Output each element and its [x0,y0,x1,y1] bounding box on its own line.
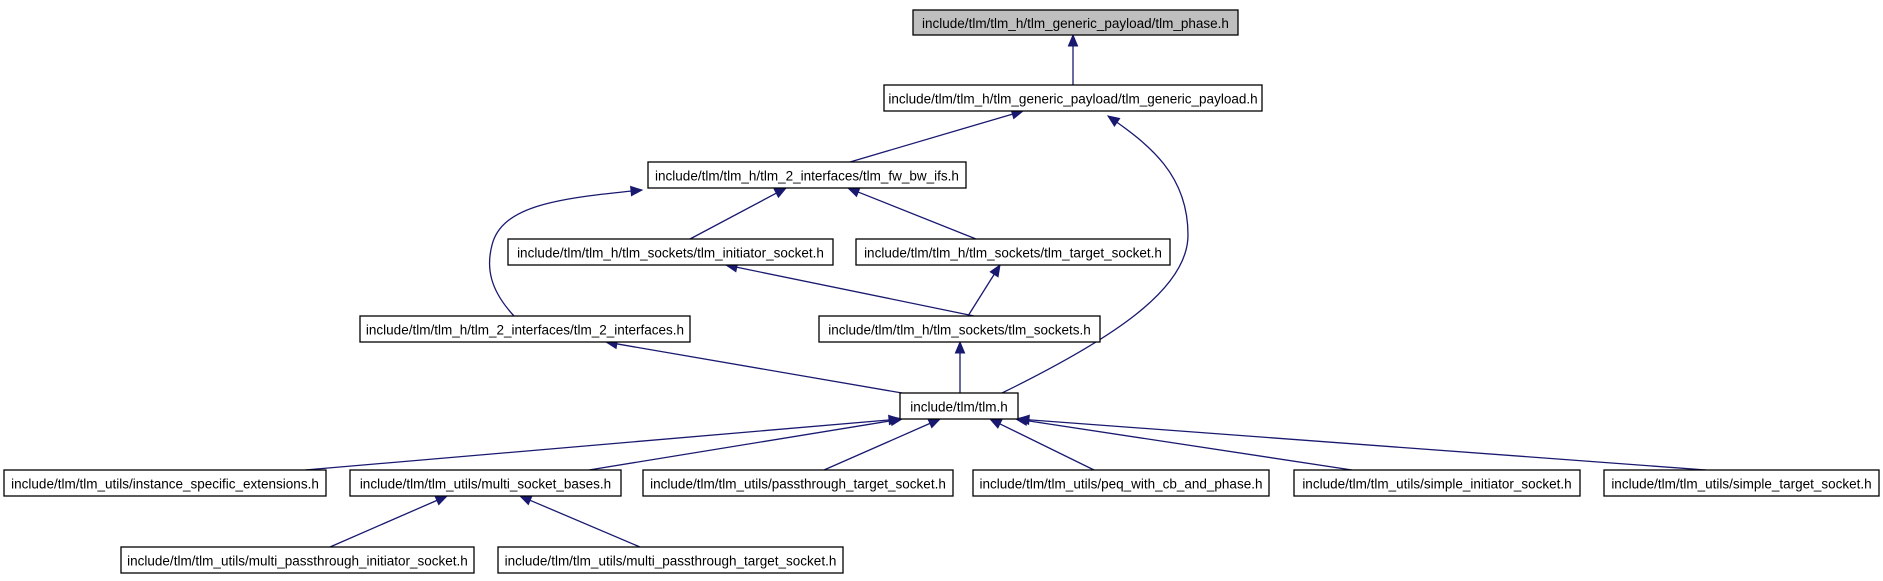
node-simple_target_socket[interactable]: include/tlm/tlm_utils/simple_target_sock… [1603,469,1880,497]
node-box [359,315,691,343]
node-box [818,315,1101,343]
node-box [647,161,967,189]
edge-tlm-to-tlm_generic_payload [1001,115,1189,394]
edge-line [967,273,996,317]
node-tlm[interactable]: include/tlm/tlm.h [899,392,1019,420]
edge-tlm_initiator_socket-to-tlm_fw_bw_ifs [689,187,788,240]
node-simple_initiator_socket[interactable]: include/tlm/tlm_utils/simple_initiator_s… [1293,469,1581,497]
edge-line [615,343,903,394]
edge-line [857,191,977,240]
node-label: include/tlm/tlm_utils/simple_target_sock… [1611,477,1871,492]
edge-arrowhead [518,495,533,506]
node-multi_passthrough_initiator_socket[interactable]: include/tlm/tlm_utils/multi_passthrough_… [120,546,475,574]
edge-line [1001,115,1189,394]
edge-line [528,499,641,548]
edge-tlm-to-tlm_sockets [954,340,966,393]
edge-tlm_target_socket-to-tlm_fw_bw_ifs [846,187,977,240]
node-box [899,392,1019,420]
node-tlm_fw_bw_ifs[interactable]: include/tlm/tlm_h/tlm_2_interfaces/tlm_f… [647,161,967,189]
node-box [120,546,475,574]
node-box [855,238,1171,266]
edge-arrowhead [989,263,1001,278]
edge-arrowhead [1016,414,1030,426]
edge-tlm_sockets-to-tlm_initiator_socket [724,262,975,317]
edge-arrowhead [889,415,904,427]
edge-line [488,189,643,317]
edge-arrowhead [846,187,861,198]
edge-arrowhead [1067,33,1079,47]
node-box [497,546,844,574]
node-tlm_target_socket[interactable]: include/tlm/tlm_h/tlm_sockets/tlm_target… [855,238,1171,266]
node-tlm_2_interfaces[interactable]: include/tlm/tlm_h/tlm_2_interfaces/tlm_2… [359,315,691,343]
edge-arrowhead [954,340,966,354]
edge-tlm_generic_payload-to-tlm_phase [1067,33,1079,85]
edge-line [998,422,1095,471]
node-label: include/tlm/tlm_h/tlm_generic_payload/tl… [922,16,1229,31]
node-label: include/tlm/tlm_h/tlm_sockets/tlm_socket… [828,323,1091,338]
node-multi_passthrough_target_socket[interactable]: include/tlm/tlm_utils/multi_passthrough_… [497,546,844,574]
node-box [642,469,954,497]
edge-arrowhead [630,185,644,197]
edge-line [304,419,891,471]
node-label: include/tlm/tlm_h/tlm_sockets/tlm_initia… [517,246,824,261]
node-instance_specific_extensions[interactable]: include/tlm/tlm_utils/instance_specific_… [3,469,327,497]
node-box [1603,469,1880,497]
node-label: include/tlm/tlm_utils/passthrough_target… [650,477,946,492]
node-label: include/tlm/tlm_utils/multi_passthrough_… [127,554,468,569]
edge-arrowhead [773,187,788,199]
node-label: include/tlm/tlm_h/tlm_2_interfaces/tlm_f… [655,169,959,184]
node-tlm_generic_payload[interactable]: include/tlm/tlm_h/tlm_generic_payload/tl… [883,84,1263,112]
node-peq_with_cb_and_phase[interactable]: include/tlm/tlm_utils/peq_with_cb_and_ph… [972,469,1270,497]
node-box [912,9,1239,36]
node-box [507,238,834,266]
nodes-layer: include/tlm/tlm_h/tlm_generic_payload/tl… [3,9,1880,574]
edge-arrowhead [434,495,449,506]
edge-passthrough_target_socket-to-tlm [823,418,942,471]
edge-line [823,422,932,471]
edge-instance_specific_extensions-to-tlm [304,414,902,471]
node-label: include/tlm/tlm.h [910,400,1008,415]
edge-tlm-to-tlm_2_interfaces [604,338,903,394]
edge-arrowhead [1106,115,1121,127]
edges-layer [304,33,1707,548]
edge-peq_with_cb_and_phase-to-tlm [988,418,1095,471]
edge-multi_socket_bases-to-tlm [588,415,904,471]
edge-line [1027,419,1707,471]
edge-line [735,266,975,317]
node-box [972,469,1270,497]
node-label: include/tlm/tlm_utils/multi_passthrough_… [505,554,837,569]
node-label: include/tlm/tlm_utils/multi_socket_bases… [360,477,611,492]
edge-simple_initiator_socket-to-tlm [1014,415,1353,471]
node-label: include/tlm/tlm_h/tlm_sockets/tlm_target… [864,246,1162,261]
node-tlm_initiator_socket[interactable]: include/tlm/tlm_h/tlm_sockets/tlm_initia… [507,238,834,266]
edge-line [588,419,893,471]
edge-tlm_2_interfaces-to-tlm_fw_bw_ifs [488,185,644,317]
edge-line [689,192,778,240]
node-tlm_phase[interactable]: include/tlm/tlm_h/tlm_generic_payload/tl… [912,9,1239,36]
node-label: include/tlm/tlm_h/tlm_generic_payload/tl… [888,92,1257,107]
node-label: include/tlm/tlm_utils/simple_initiator_s… [1302,477,1571,492]
node-label: include/tlm/tlm_utils/instance_specific_… [11,477,319,492]
edge-tlm_fw_bw_ifs-to-tlm_generic_payload [849,109,1025,163]
edge-line [849,113,1014,163]
edge-multi_passthrough_target_socket-to-multi_socket_bases [518,495,641,548]
edge-line [1025,419,1353,471]
node-label: include/tlm/tlm_utils/peq_with_cb_and_ph… [980,477,1263,492]
edge-line [329,499,439,548]
edge-multi_passthrough_initiator_socket-to-multi_socket_bases [329,495,449,548]
node-label: include/tlm/tlm_h/tlm_2_interfaces/tlm_2… [366,323,684,338]
node-box [1293,469,1581,497]
edge-tlm_sockets-to-tlm_target_socket [967,263,1001,317]
edge-simple_target_socket-to-tlm [1016,414,1707,471]
edge-arrowhead [927,418,942,429]
node-box [349,469,622,497]
node-box [3,469,327,497]
edge-arrowhead [988,418,1003,429]
node-passthrough_target_socket[interactable]: include/tlm/tlm_utils/passthrough_target… [642,469,954,497]
node-tlm_sockets[interactable]: include/tlm/tlm_h/tlm_sockets/tlm_socket… [818,315,1101,343]
node-box [883,84,1263,112]
node-multi_socket_bases[interactable]: include/tlm/tlm_utils/multi_socket_bases… [349,469,622,497]
